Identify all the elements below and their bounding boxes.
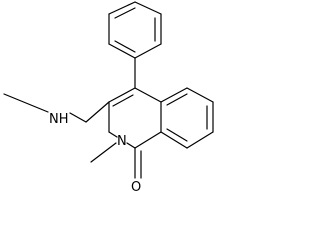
atom-labels: NH N O <box>49 112 141 195</box>
phenyl-bond <box>134 43 162 59</box>
methylene-bond <box>69 112 87 123</box>
benzo-bond <box>186 87 214 103</box>
ring-bond <box>108 87 136 103</box>
benzo-double-bond <box>166 128 188 142</box>
phenyl-double-bond <box>114 7 136 19</box>
benzo-bond <box>160 87 188 103</box>
ring-bond <box>126 142 136 149</box>
ring-bond <box>134 131 162 149</box>
ring-bond <box>108 131 118 138</box>
methylene-bond <box>85 101 110 123</box>
phenyl-bond <box>134 1 162 15</box>
benzo-bond <box>160 131 188 149</box>
n-methyl-bond <box>90 142 117 163</box>
phenyl-bond <box>108 1 136 15</box>
ring-bond <box>134 87 162 103</box>
phenyl-double-bond <box>114 40 136 53</box>
ring-double-bond <box>112 94 134 107</box>
amine-methyl-bond <box>3 93 49 113</box>
benzo-double-bond <box>166 93 188 106</box>
molecule-structure: NH N O <box>3 1 214 195</box>
benzo-bond <box>186 131 214 149</box>
ring-nitrogen-label: N <box>117 134 127 149</box>
bonds <box>3 1 214 179</box>
phenyl-bond <box>108 43 136 59</box>
amine-nitrogen-label: NH <box>49 112 69 127</box>
carbonyl-oxygen-label: O <box>131 180 141 195</box>
